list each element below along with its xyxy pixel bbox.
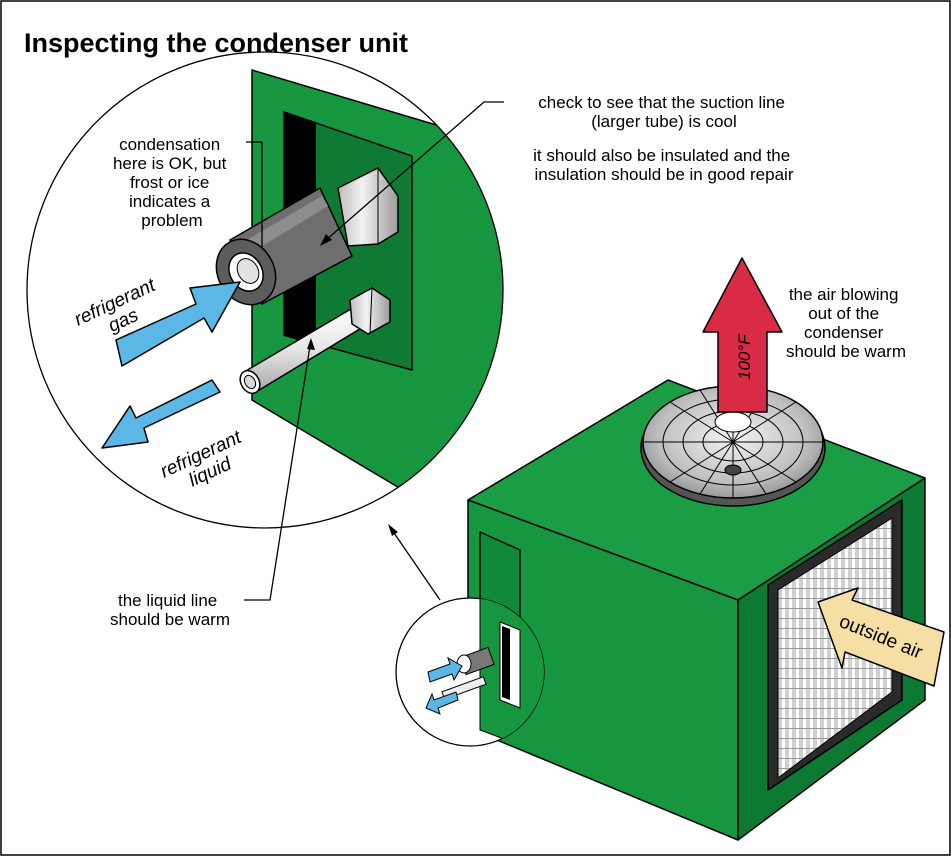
air-blowing-callout: the air blowing out of the condenser sho… [786, 285, 906, 361]
condenser-unit: 100°F outside air [467, 257, 945, 841]
condensation-label: condensation here is OK, but frost or ic… [113, 135, 231, 230]
outside-air-arrow: outside air [817, 587, 945, 687]
liquid-line-callout: the liquid line should be warm [110, 338, 315, 629]
diagram-title: Inspecting the condenser unit [24, 28, 408, 58]
suction-label: check to see that the suction line (larg… [538, 93, 789, 131]
zoom-leader-line [391, 529, 441, 601]
hot-air-arrow: 100°F [702, 257, 783, 413]
liquid-line [239, 287, 391, 395]
temperature-label: 100°F [735, 333, 754, 380]
insulation-label: it should also be insulated and the insu… [533, 146, 795, 184]
refrigerant-gas-arrow [115, 281, 241, 367]
fan-guard [640, 385, 826, 507]
refrigerant-liquid-arrow [101, 379, 221, 449]
condensation-callout: condensation here is OK, but frost or ic… [113, 135, 263, 248]
insulation-callout: it should also be insulated and the insu… [533, 146, 795, 184]
air-blowing-label: the air blowing out of the condenser sho… [786, 285, 906, 361]
liquid-line-label: the liquid line should be warm [110, 591, 230, 629]
suction-callout: check to see that the suction line (larg… [320, 93, 789, 246]
